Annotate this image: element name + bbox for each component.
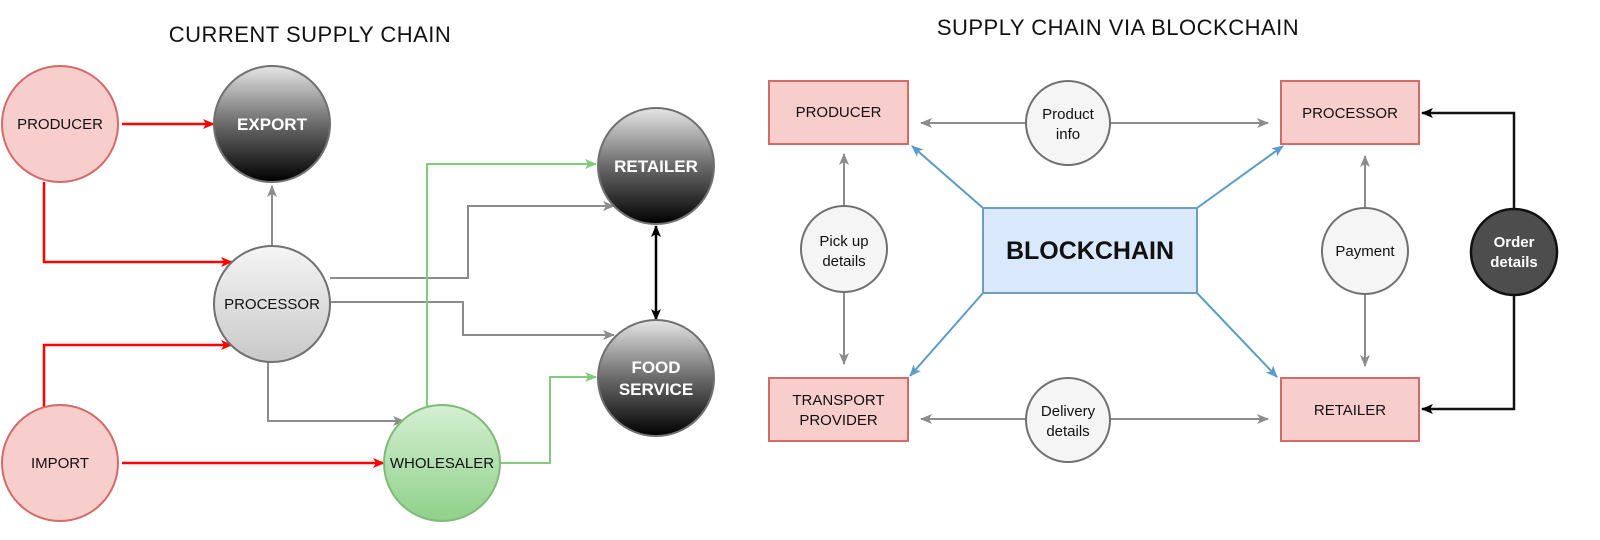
edge-blockchain-processor [1196,145,1284,209]
node-food-service[interactable]: FOOD SERVICE [597,319,715,437]
box-processor-label: PROCESSOR [1302,105,1398,122]
edge-processor-foodservice [330,301,615,340]
node-retailer-label: RETAILER [614,157,698,176]
left-diagram-title: CURRENT SUPPLY CHAIN [169,22,452,47]
box-blockchain[interactable]: BLOCKCHAIN [982,207,1198,294]
info-delivery-label-1: Delivery [1041,403,1096,420]
node-producer-label: PRODUCER [17,116,103,133]
box-transport-provider[interactable]: TRANSPORT PROVIDER [768,377,909,442]
edge-blockchain-transport [909,292,984,377]
edge-wholesaler-retailer [426,159,597,406]
node-wholesaler[interactable]: WHOLESALER [383,404,501,522]
edge-import-processor [42,340,233,410]
box-transport-label-1: TRANSPORT [792,392,884,409]
node-processor-label: PROCESSOR [224,296,320,313]
box-retailer-label: RETAILER [1314,402,1386,419]
info-product-info[interactable]: Product info [1025,80,1111,166]
node-import-label: IMPORT [31,455,89,472]
box-producer[interactable]: PRODUCER [768,80,909,145]
edge-processor-retailer [330,201,615,279]
edge-order-retailer [1421,296,1516,414]
node-food-service-label-2: SERVICE [619,380,693,399]
box-processor[interactable]: PROCESSOR [1280,80,1420,145]
node-export-label: EXPORT [237,115,308,134]
left-edges [42,119,661,468]
edge-wholesaler-foodservice [500,372,597,464]
edge-processor-wholesaler [267,362,405,426]
info-product-label-2: info [1056,126,1080,143]
box-producer-label: PRODUCER [796,104,882,121]
info-pickup-label-1: Pick up [819,233,868,250]
info-order-label-1: Order [1494,234,1535,251]
info-payment-label: Payment [1335,243,1395,260]
node-retailer[interactable]: RETAILER [597,107,715,225]
edge-order-processor [1421,108,1516,210]
info-delivery-label-2: details [1046,423,1089,440]
info-order-label-2: details [1490,254,1538,271]
box-transport-label-2: PROVIDER [799,412,878,429]
info-pickup-label-2: details [822,253,865,270]
info-order-details[interactable]: Order details [1469,207,1559,297]
node-processor[interactable]: PROCESSOR [213,245,331,363]
box-retailer[interactable]: RETAILER [1280,377,1420,442]
node-wholesaler-label: WHOLESALER [390,455,494,472]
edge-blockchain-producer [911,145,984,209]
node-food-service-label-1: FOOD [631,358,680,377]
box-blockchain-label: BLOCKCHAIN [1006,237,1174,265]
info-delivery-details[interactable]: Delivery details [1025,377,1111,463]
node-import[interactable]: IMPORT [1,404,119,522]
right-diagram-title: SUPPLY CHAIN VIA BLOCKCHAIN [937,15,1299,40]
info-product-label-1: Product [1042,106,1095,123]
node-producer[interactable]: PRODUCER [1,65,119,183]
right-edges [839,108,1516,424]
node-export[interactable]: EXPORT [213,65,331,183]
info-pickup-details[interactable]: Pick up details [800,205,888,293]
edge-producer-processor [42,182,233,267]
edge-blockchain-retailer [1196,292,1278,378]
info-payment[interactable]: Payment [1321,207,1409,295]
